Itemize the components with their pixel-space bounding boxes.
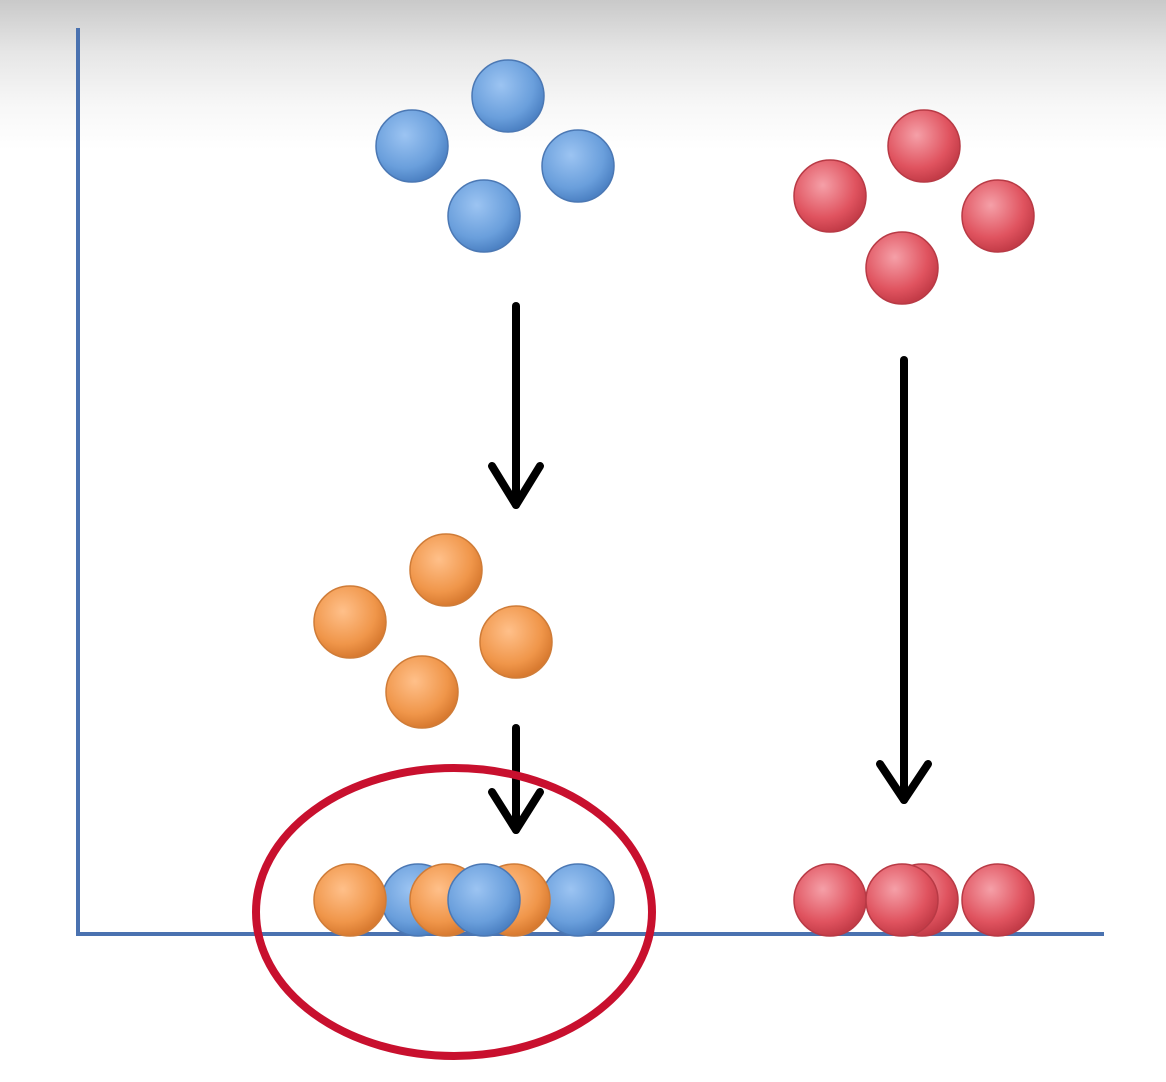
blue-ball [447,863,521,937]
orange-ball [409,533,483,607]
blue-ball [541,863,615,937]
red-ball [887,109,961,183]
red-ball [865,231,939,305]
highlight-ellipse [252,764,656,1060]
red-ball-cluster [793,109,1035,305]
blue-ball-cluster [375,59,615,253]
orange-ball [313,863,387,937]
blue-ball [447,179,521,253]
red-ball [865,863,939,937]
top-shadow [0,0,1166,150]
orange-ball-cluster [313,533,553,729]
orange-ball [385,655,459,729]
down-arrow-right [876,356,932,804]
blue-ball [541,129,615,203]
bottom-mixed-balls [313,863,615,937]
red-ball [793,863,867,937]
blue-ball [471,59,545,133]
orange-ball [479,605,553,679]
orange-ball [313,585,387,659]
red-ball [961,863,1035,937]
bottom-red-balls [793,863,1035,937]
red-ball [793,159,867,233]
blue-ball [375,109,449,183]
red-ball [961,179,1035,253]
down-arrow-upper-left [488,302,544,509]
